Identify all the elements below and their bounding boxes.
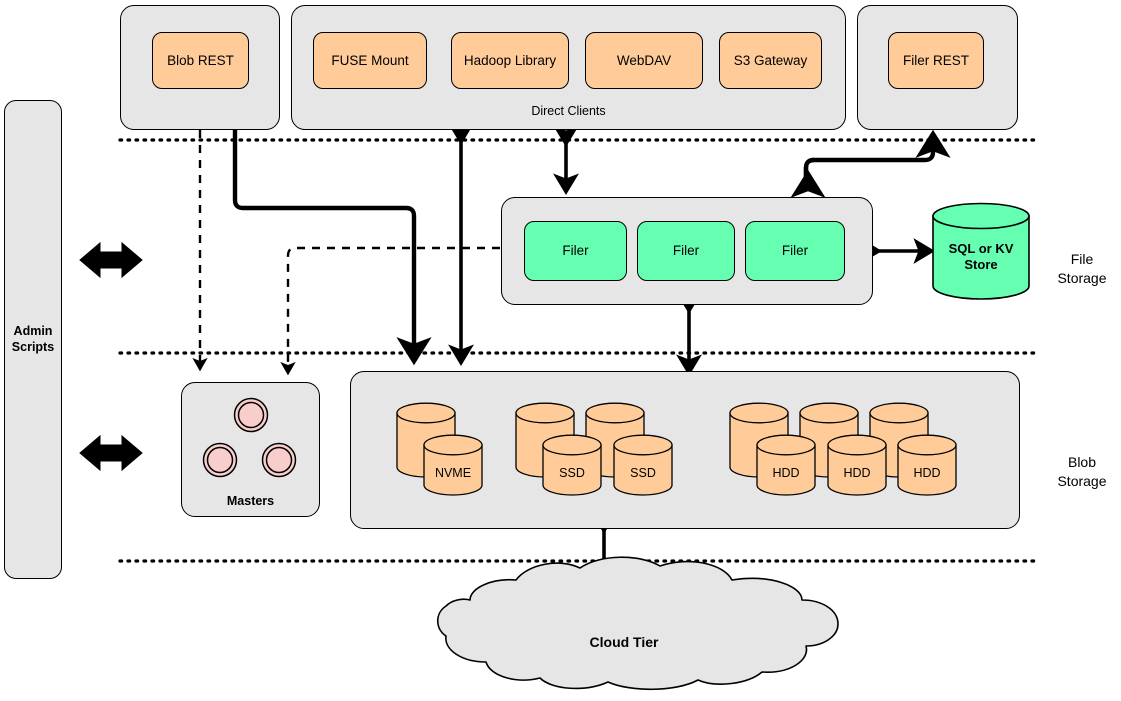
chip-blob-rest[interactable]: Blob REST	[152, 32, 249, 89]
admin-scripts-label: Admin Scripts	[12, 324, 54, 355]
connector-filer-to-masters	[280, 246, 500, 376]
admin-scripts-label-line2: Scripts	[11, 339, 55, 354]
chip-webdav[interactable]: WebDAV	[585, 32, 703, 89]
connector-filer-to-filer-rest	[790, 129, 951, 198]
master-node-1	[233, 397, 269, 433]
disk-front-ssd-1	[542, 434, 602, 496]
chip-s3-gateway[interactable]: S3 Gateway	[719, 32, 822, 89]
chip-filer-rest[interactable]: Filer REST	[888, 32, 984, 89]
file-storage-tier-label-text: File Storage	[1057, 250, 1107, 286]
masters-label: Masters	[226, 494, 275, 508]
admin-scripts-label-line1: Admin	[13, 323, 53, 338]
direct-clients-caption: Direct Clients	[531, 104, 606, 118]
volume-cluster-hdd[interactable]: HDD HDD HDD	[729, 400, 974, 498]
disk-front-nvme	[423, 434, 483, 496]
cloud-tier-label: Cloud Tier	[589, 634, 659, 650]
admin-to-blob-storage-arrow	[79, 434, 143, 472]
chip-fuse-mount[interactable]: FUSE Mount	[313, 32, 427, 89]
disk-front-hdd-1	[756, 434, 816, 496]
blob-storage-tier-label-text: Blob Storage	[1057, 453, 1107, 489]
volume-cluster-nvme[interactable]: NVME	[396, 400, 506, 498]
chip-filer-2[interactable]: Filer	[637, 221, 735, 281]
connector-blob-rest-to-volumes	[232, 130, 432, 366]
disk-front-hdd-3	[897, 434, 957, 496]
volume-cluster-ssd[interactable]: SSD SSD	[515, 400, 690, 498]
disk-front-ssd-2	[613, 434, 673, 496]
chip-filer-3[interactable]: Filer	[745, 221, 845, 281]
file-storage-tier-label: File Storage	[1046, 231, 1118, 288]
master-node-3	[261, 442, 297, 478]
masters-nodes	[181, 382, 320, 517]
admin-scripts-panel[interactable]: Admin Scripts	[4, 100, 62, 579]
chip-filer-1[interactable]: Filer	[524, 221, 627, 281]
admin-to-file-storage-arrow	[79, 241, 143, 279]
chip-hadoop-library[interactable]: Hadoop Library	[451, 32, 569, 89]
master-node-2	[202, 442, 238, 478]
disk-front-hdd-2	[827, 434, 887, 496]
cloud-tier-shape	[436, 556, 839, 691]
metadata-store-cylinder[interactable]: SQL or KV Store	[932, 202, 1030, 300]
blob-storage-tier-label: Blob Storage	[1046, 434, 1118, 491]
